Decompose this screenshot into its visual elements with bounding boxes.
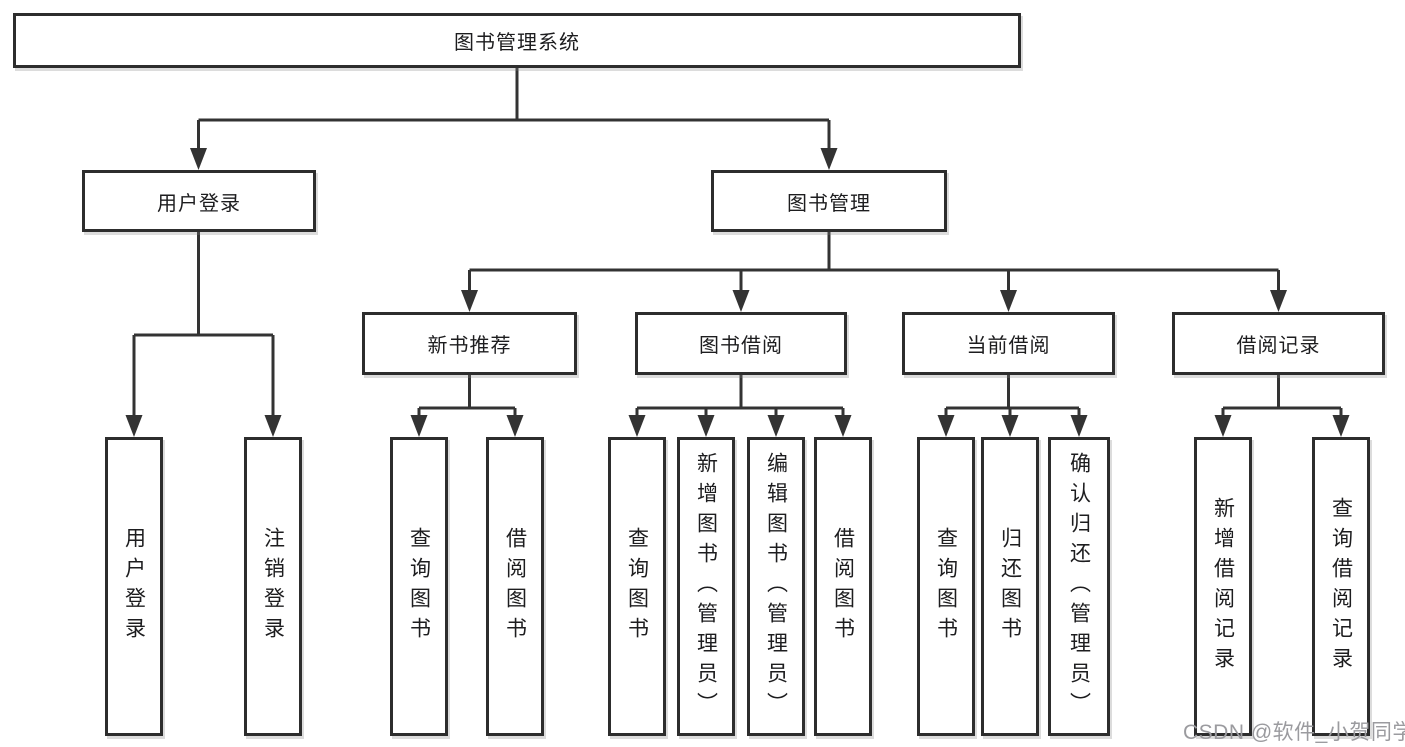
node-book-management-label: 图书管理	[787, 192, 871, 215]
leaf-add-book-admin-label: 新增图书（管理员）	[694, 451, 718, 722]
leaf-return-book-label: 归还图书	[998, 526, 1022, 647]
leaf-return-book: 归还图书	[981, 437, 1039, 736]
leaf-logout-login: 注销登录	[244, 437, 302, 736]
node-user-login: 用户登录	[82, 170, 316, 232]
arrowhead	[506, 415, 524, 437]
arrowhead	[834, 415, 852, 437]
leaf-query-book-recommend: 查询图书	[390, 437, 448, 736]
arrowhead	[1000, 290, 1017, 312]
arrowhead	[1001, 415, 1019, 437]
leaf-add-borrow-record-label: 新增借阅记录	[1211, 496, 1235, 677]
arrowhead	[190, 148, 207, 170]
node-book-borrow: 图书借阅	[635, 312, 847, 375]
leaf-logout-login-label: 注销登录	[261, 526, 285, 647]
leaf-query-borrow-record-label: 查询借阅记录	[1329, 496, 1353, 677]
arrowhead	[937, 415, 955, 437]
connector-borrowrecord-to-leaves	[1221, 375, 1343, 419]
leaf-borrow-book: 借阅图书	[814, 437, 872, 736]
arrowhead	[1332, 415, 1350, 437]
arrowhead	[125, 415, 143, 437]
connector-currentborrow-to-leaves	[944, 375, 1081, 419]
leaf-confirm-return-admin-label: 确认归还（管理员）	[1067, 451, 1091, 722]
arrowhead	[1070, 415, 1088, 437]
arrowhead	[732, 290, 750, 312]
leaf-query-book-recommend-label: 查询图书	[407, 526, 431, 647]
arrowhead	[767, 415, 785, 437]
node-current-borrow: 当前借阅	[902, 312, 1115, 375]
leaf-add-book-admin: 新增图书（管理员）	[677, 437, 735, 736]
leaf-confirm-return-admin: 确认归还（管理员）	[1048, 437, 1110, 736]
node-user-login-label: 用户登录	[157, 192, 241, 215]
connector-bookmgmt-to-level3	[468, 232, 1280, 292]
leaf-borrow-book-label: 借阅图书	[831, 526, 855, 647]
leaf-edit-book-admin-label: 编辑图书（管理员）	[764, 451, 788, 722]
node-root-label: 图书管理系统	[454, 32, 580, 54]
connector-bookborrow-to-leaves	[635, 375, 845, 419]
node-current-borrow-label: 当前借阅	[966, 335, 1051, 357]
node-book-management: 图书管理	[711, 170, 947, 232]
connector-root-to-level2	[197, 68, 831, 150]
arrowhead	[697, 415, 715, 437]
node-borrow-record-label: 借阅记录	[1236, 335, 1321, 357]
csdn-watermark: CSDN @软件_小贺同学	[1183, 721, 1405, 744]
connector-userlogin-to-leaves	[132, 232, 275, 417]
arrowhead	[461, 290, 478, 312]
leaf-add-borrow-record: 新增借阅记录	[1194, 437, 1252, 736]
leaf-user-login: 用户登录	[105, 437, 163, 736]
leaf-borrow-book-recommend: 借阅图书	[486, 437, 544, 736]
arrowhead	[820, 148, 838, 170]
leaf-query-borrow-record: 查询借阅记录	[1312, 437, 1370, 736]
arrowhead	[1214, 415, 1232, 437]
leaf-query-book-borrow: 查询图书	[608, 437, 666, 736]
node-new-book-recommend-label: 新书推荐	[427, 335, 512, 357]
node-new-book-recommend: 新书推荐	[362, 312, 577, 375]
leaf-edit-book-admin: 编辑图书（管理员）	[747, 437, 805, 736]
arrowhead	[628, 415, 646, 437]
leaf-borrow-book-recommend-label: 借阅图书	[503, 526, 527, 647]
leaf-user-login-label: 用户登录	[122, 526, 146, 647]
leaf-query-book-borrow-label: 查询图书	[625, 526, 649, 647]
node-book-borrow-label: 图书借阅	[699, 335, 783, 357]
leaf-query-book-current-label: 查询图书	[934, 526, 958, 647]
node-borrow-record: 借阅记录	[1172, 312, 1385, 375]
node-root: 图书管理系统	[13, 13, 1021, 68]
arrowhead	[1270, 290, 1287, 312]
arrowhead	[264, 415, 282, 437]
connector-newbook-to-leaves	[417, 375, 517, 419]
arrowhead	[410, 415, 428, 437]
leaf-query-book-current: 查询图书	[917, 437, 975, 736]
